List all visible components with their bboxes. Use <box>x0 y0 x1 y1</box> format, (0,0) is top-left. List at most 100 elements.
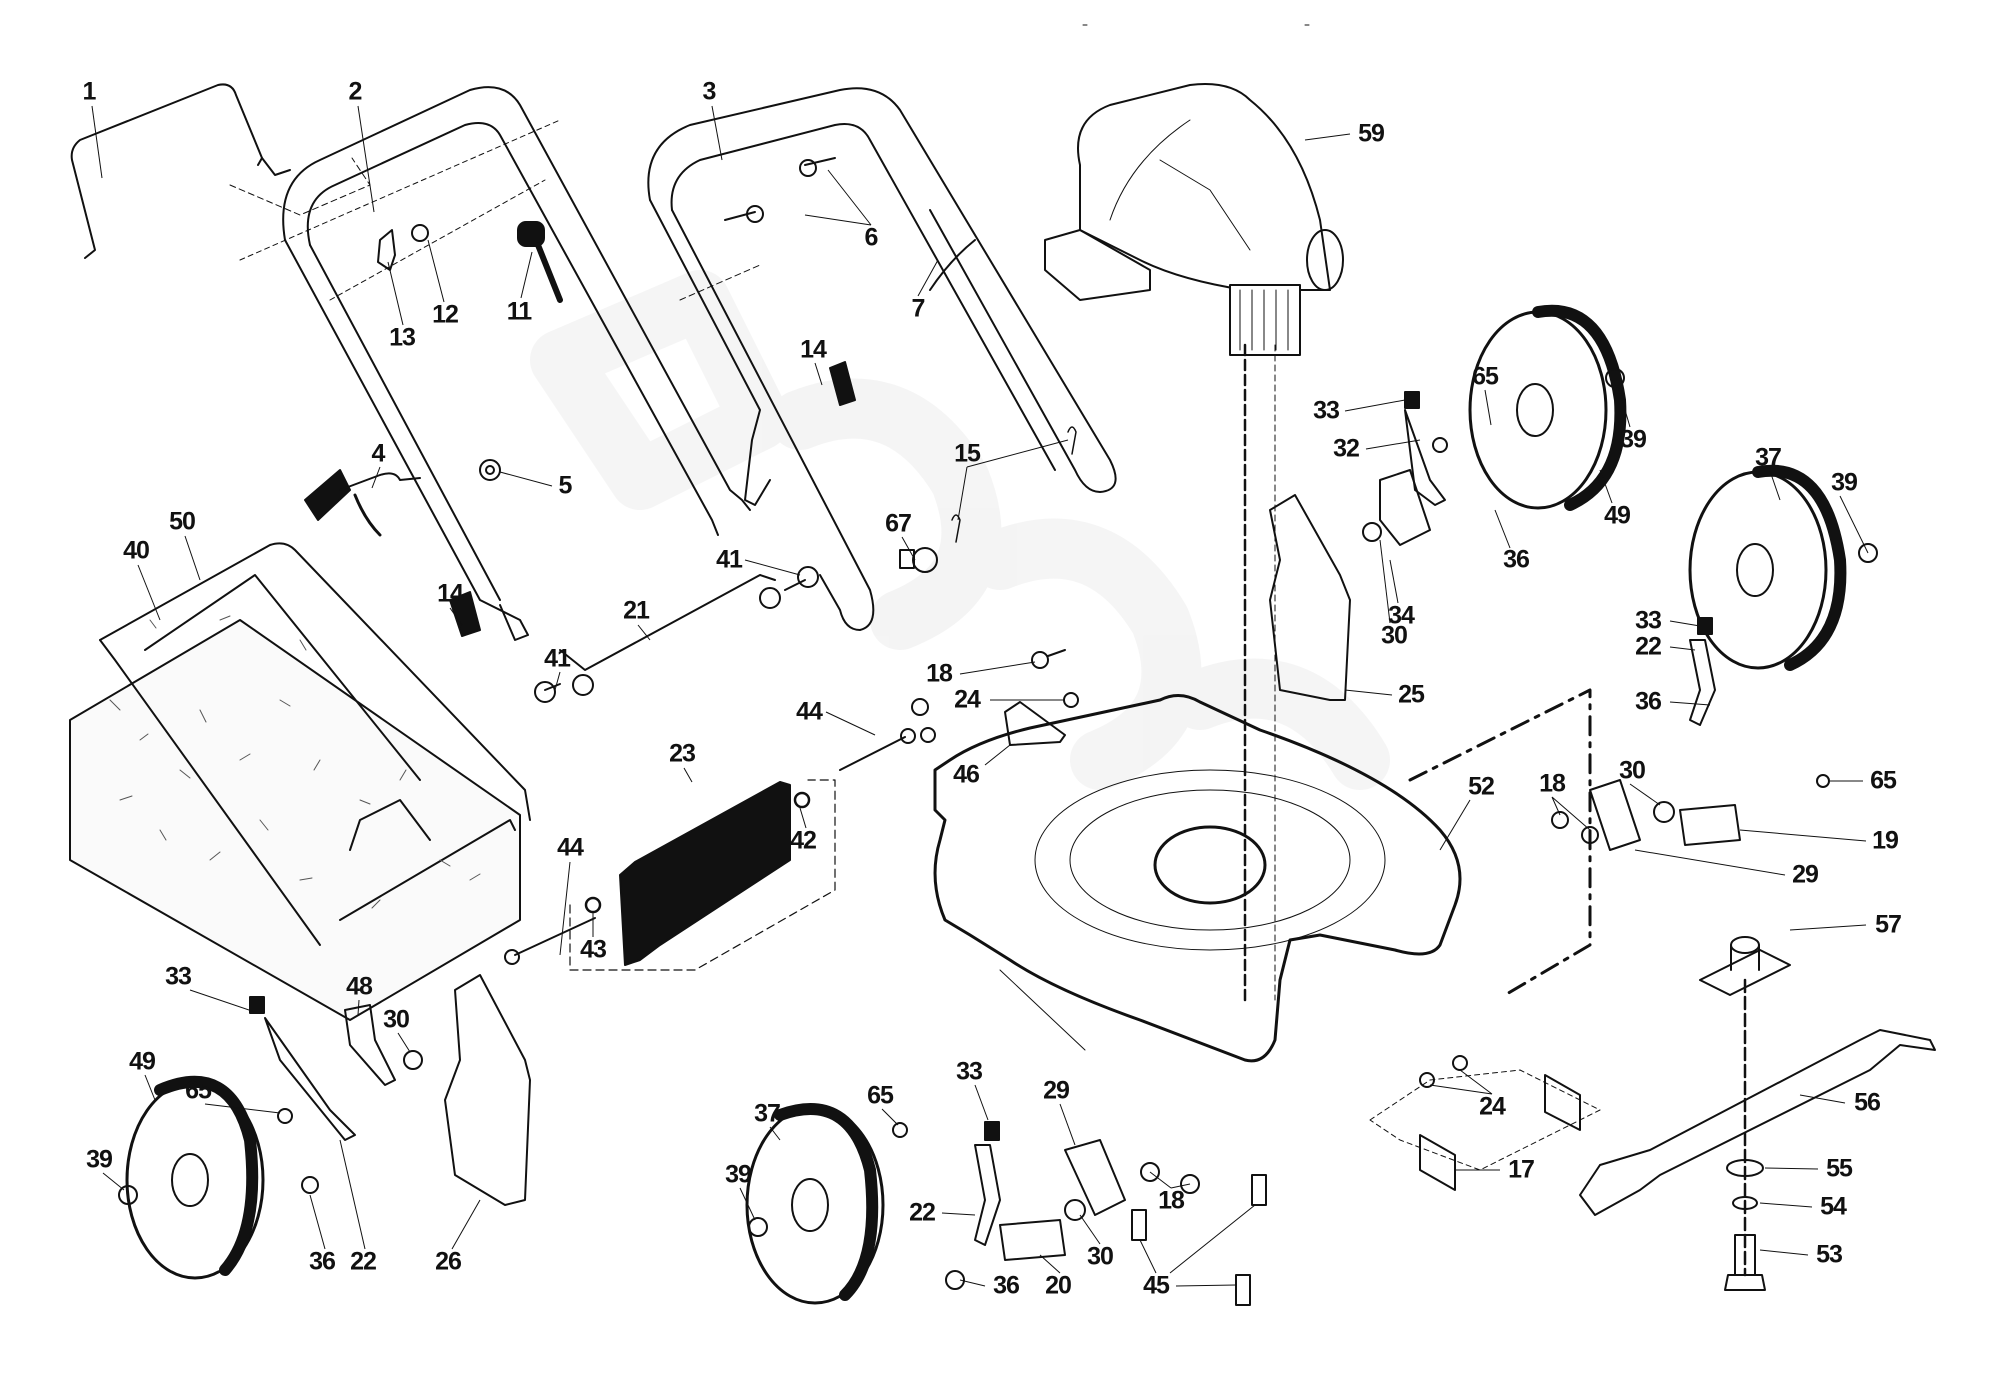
part-65-washer-left <box>277 1108 293 1124</box>
part-6-carriage-bolts <box>724 157 836 223</box>
callout-label: 20 <box>1045 1271 1072 1300</box>
callout-label: 33 <box>1635 606 1662 635</box>
part-39-wheel-nut-left <box>118 1185 138 1205</box>
callout-label: 29 <box>1043 1076 1070 1105</box>
callout-label: 30 <box>1381 621 1408 650</box>
callout-label: 65 <box>867 1081 894 1110</box>
part-17-24-brackets-nuts <box>1369 1055 1601 1191</box>
callout-label: 37 <box>1755 443 1782 472</box>
callout-label: 49 <box>1604 501 1631 530</box>
part-25-height-adjuster-plate <box>1269 494 1351 701</box>
part-3-lower-handle <box>647 87 1117 631</box>
part-40-50-grass-bag <box>69 542 531 1021</box>
callout-label: 54 <box>1820 1192 1847 1221</box>
callout-label: 44 <box>796 697 823 726</box>
part-59-engine <box>1044 83 1344 1002</box>
callout-label: 7 <box>911 294 926 323</box>
leader-lines <box>91 105 1869 1287</box>
part-56-blade <box>1579 978 1936 1277</box>
part-42-43-springs <box>584 791 811 914</box>
callout-label: 3 <box>702 77 717 106</box>
callout-label: 2 <box>348 77 363 106</box>
callout-label: 1 <box>82 77 97 106</box>
part-5-nut <box>479 459 501 481</box>
callout-label: 17 <box>1508 1155 1535 1184</box>
callout-label: 49 <box>129 1047 156 1076</box>
callout-label: 40 <box>123 536 150 565</box>
callout-label: 41 <box>716 545 743 574</box>
callout-label: 33 <box>1313 396 1340 425</box>
callout-label: 14 <box>437 579 464 608</box>
part-44-bolts <box>504 728 916 965</box>
callout-label: 41 <box>544 644 571 673</box>
callout-label: 24 <box>1479 1092 1506 1121</box>
callout-label: 53 <box>1816 1240 1843 1269</box>
callout-label: 5 <box>558 471 573 500</box>
part-39-wheel-nuts-right <box>1605 368 1878 563</box>
callout-label: 15 <box>954 439 981 468</box>
callout-label: 36 <box>1503 545 1530 574</box>
part-29-height-adjuster-right <box>1551 779 1641 851</box>
callout-label: 11 <box>506 297 532 326</box>
callout-label: 39 <box>1831 468 1858 497</box>
part-37-wheel-front-right <box>1688 464 1847 671</box>
callout-label: 57 <box>1875 910 1902 939</box>
callout-label: 55 <box>1826 1154 1853 1183</box>
callout-label: 39 <box>86 1145 113 1174</box>
part-49-wheel-rear-left <box>125 1075 265 1280</box>
part-22-19-lever-axle-right <box>1653 617 1830 846</box>
callout-label: 13 <box>389 323 416 352</box>
callout-label: 45 <box>1143 1271 1170 1300</box>
callout-label: 42 <box>790 826 817 855</box>
callout-label: 18 <box>926 659 953 688</box>
callout-label: 59 <box>1358 119 1385 148</box>
callout-label: 4 <box>371 439 386 468</box>
part-15-hairpin-clips <box>951 426 1077 543</box>
part-49-wheel-rear-right <box>1468 304 1627 511</box>
callout-label: 18 <box>1539 769 1566 798</box>
callout-label: 22 <box>909 1198 936 1227</box>
part-7-cable-tie <box>929 239 976 291</box>
callout-label: 39 <box>725 1160 752 1189</box>
part-21-rod <box>559 574 781 696</box>
callout-label: 30 <box>383 1005 410 1034</box>
callout-label: 19 <box>1872 826 1899 855</box>
part-41-bolts <box>534 566 819 703</box>
callout-label: 36 <box>1635 687 1662 716</box>
callout-label: 33 <box>956 1057 983 1086</box>
callout-label: 32 <box>1333 434 1360 463</box>
callout-label: 50 <box>169 507 196 536</box>
callout-label: 25 <box>1398 680 1425 709</box>
callout-label: 65 <box>185 1076 212 1105</box>
part-39-wheel-nut-mid <box>748 1217 768 1237</box>
callout-label: 34 <box>1388 601 1415 630</box>
callout-label: 14 <box>800 335 827 364</box>
part-2-upper-handle <box>239 86 751 641</box>
part-65-washer-mid <box>892 1122 908 1138</box>
callout-label: 33 <box>165 962 192 991</box>
part-23-rear-door <box>569 779 836 971</box>
callout-label: 6 <box>864 223 879 252</box>
callout-label: 26 <box>435 1247 462 1276</box>
part-12-screw <box>411 224 429 242</box>
callout-label: 39 <box>1620 425 1647 454</box>
callout-label: 52 <box>1468 772 1495 801</box>
callout-label: 65 <box>1870 766 1897 795</box>
part-14-knob <box>449 361 856 637</box>
callout-label: 29 <box>1792 860 1819 889</box>
callout-label: 44 <box>557 833 584 862</box>
callout-label: 65 <box>1472 362 1499 391</box>
callout-label: 30 <box>1619 756 1646 785</box>
part-52-deck <box>933 694 1462 1063</box>
part-37-wheel-front-left <box>745 1103 885 1305</box>
part-53-54-55-blade-bolt-washers <box>1724 1159 1766 1291</box>
callout-label: 21 <box>623 596 650 625</box>
watermark-logo <box>530 270 1390 790</box>
part-32-34-height-lever-bracket <box>1362 391 1448 546</box>
callout-label: 22 <box>350 1247 377 1276</box>
part-26-height-adjuster-plate-left <box>444 974 531 1206</box>
callout-label: 36 <box>309 1247 336 1276</box>
callout-label: 22 <box>1635 632 1662 661</box>
callout-label: 43 <box>580 935 607 964</box>
